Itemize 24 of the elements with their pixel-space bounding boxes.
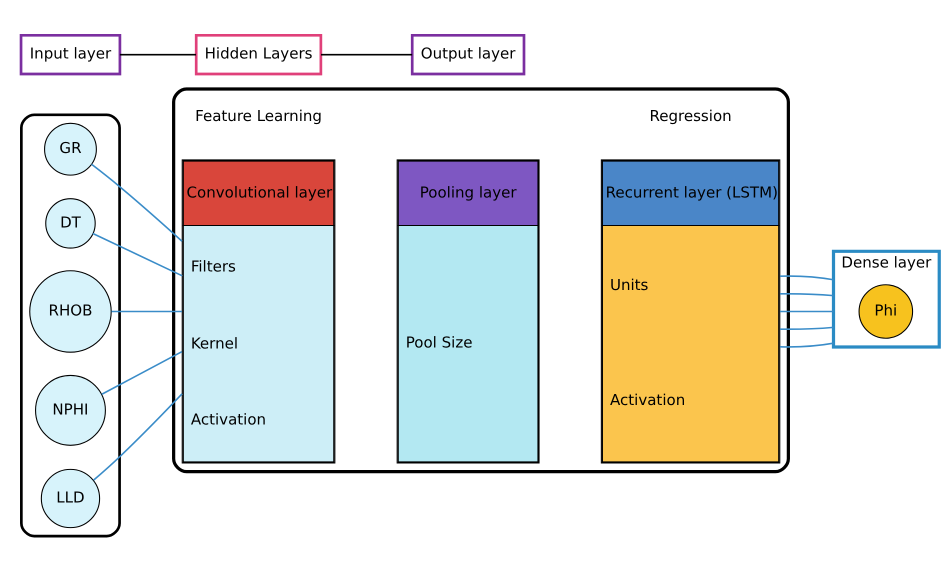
connector [91,164,183,242]
connector [780,292,834,296]
cluster [172,87,790,474]
node-circle: DT [45,198,96,249]
connector [120,54,196,56]
connector [780,326,834,330]
connector [111,310,182,312]
connector [780,342,834,348]
node-box: Hidden Layers [194,34,322,76]
connector [780,275,834,281]
node-circle: LLD [40,468,100,528]
connector [321,54,412,56]
node-circle: NPHI [35,374,106,446]
connector [101,351,182,395]
label: Regression [649,106,732,125]
cluster [20,113,121,538]
node-box: Output layer [410,34,526,76]
label: Feature Learning [195,106,322,125]
connector [93,393,183,481]
node-circle: Phi [858,284,914,339]
node-circle: RHOB [29,270,112,353]
node-box: Input layer [20,34,122,76]
connector [780,310,834,312]
node-circle: GR [44,122,97,176]
